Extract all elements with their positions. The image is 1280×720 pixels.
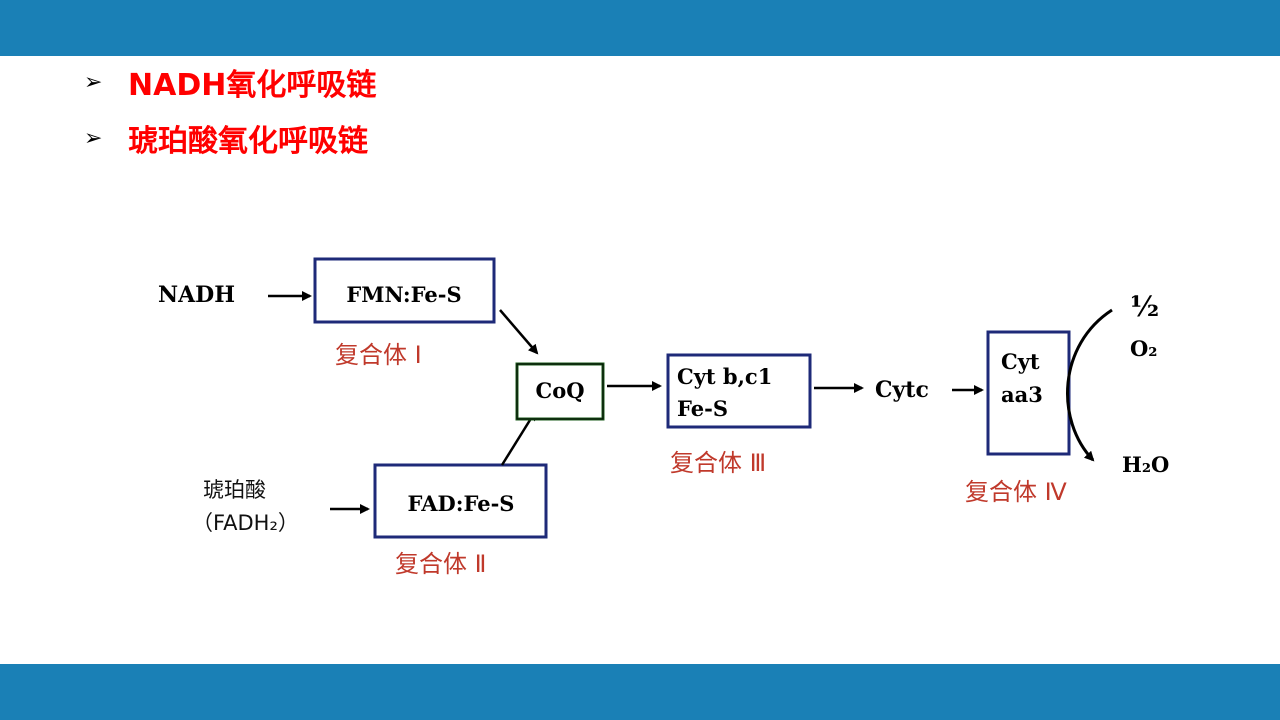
bullet-item-succinate-chain: ➢ 琥珀酸氧化呼吸链	[84, 116, 368, 160]
bullet-item-nadh-chain: ➢ NADH氧化呼吸链	[84, 60, 376, 104]
box-fad-fes	[373, 463, 548, 539]
box-fad-label: FAD:Fe-S	[408, 491, 515, 516]
o2-label: O₂	[1130, 336, 1158, 361]
nadh-label: NADH	[158, 282, 235, 308]
half-label: ½	[1130, 290, 1159, 323]
arrow-o2-to-h2o	[1066, 308, 1113, 462]
caption-complex-2: 复合体 Ⅱ	[395, 550, 486, 578]
h2o-label: H₂O	[1122, 452, 1169, 477]
box-cyt-aa3	[986, 330, 1071, 456]
bullet-text: 琥珀酸氧化呼吸链	[128, 124, 368, 159]
box-coq-outline	[516, 363, 604, 420]
box-cyt-bc1-line2: Fe-S	[677, 396, 728, 421]
succinate-label: 琥珀酸	[203, 478, 266, 502]
arrow-bullet-icon: ➢	[84, 69, 103, 95]
caption-complex-4: 复合体 Ⅳ	[965, 478, 1067, 506]
box-coq-label: CoQ	[535, 378, 584, 403]
box-cyt-aa3-line2: aa3	[1001, 382, 1043, 407]
fadh2-label: （FADH₂）	[192, 511, 299, 535]
box-coq	[515, 362, 605, 421]
box-cyt-aa3-line1: Cyt	[1001, 349, 1040, 374]
top-banner	[0, 0, 1280, 56]
arrow-fad-to-coq	[500, 410, 537, 466]
box-fmn-fes	[313, 257, 496, 324]
bullet-text: NADH氧化呼吸链	[128, 68, 377, 103]
box-fmn-label: FMN:Fe-S	[346, 282, 461, 307]
arrow-bullet-icon: ➢	[84, 125, 103, 151]
bottom-banner	[0, 664, 1280, 720]
cytc-label: Cytc	[875, 377, 929, 403]
caption-complex-1: 复合体 Ⅰ	[335, 341, 422, 369]
box-cyt-bc1-line1: Cyt b,c1	[677, 364, 772, 389]
box-cyt-bc1	[666, 353, 812, 429]
arrow-fmn-to-coq	[499, 309, 539, 355]
caption-complex-3: 复合体 Ⅲ	[670, 449, 766, 477]
